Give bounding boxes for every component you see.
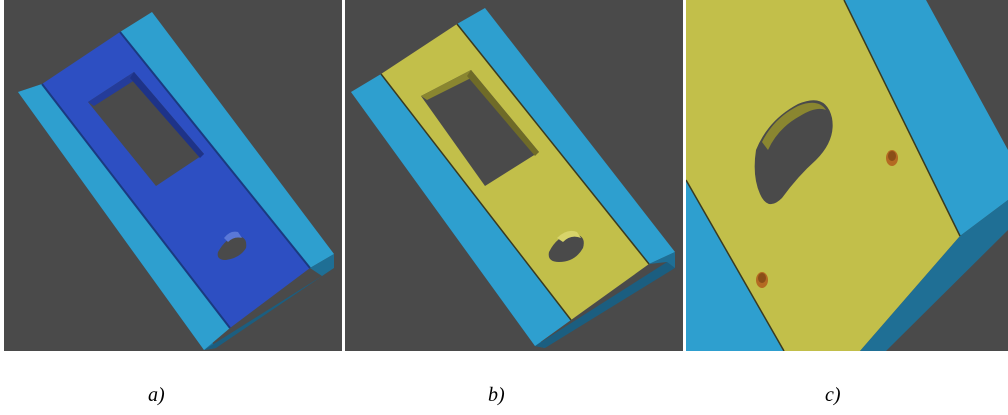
caption-b: b) [488, 384, 505, 406]
cad-plate-yellow-face-render [345, 0, 683, 351]
cad-render-panel-c [686, 0, 1008, 351]
cad-render-panel-a [4, 0, 342, 351]
cad-plate-blue-render [4, 0, 342, 351]
caption-c: c) [825, 384, 841, 406]
cad-plate-closeup-render [686, 0, 1008, 351]
cad-render-panel-b [345, 0, 683, 351]
caption-a: a) [148, 384, 165, 406]
